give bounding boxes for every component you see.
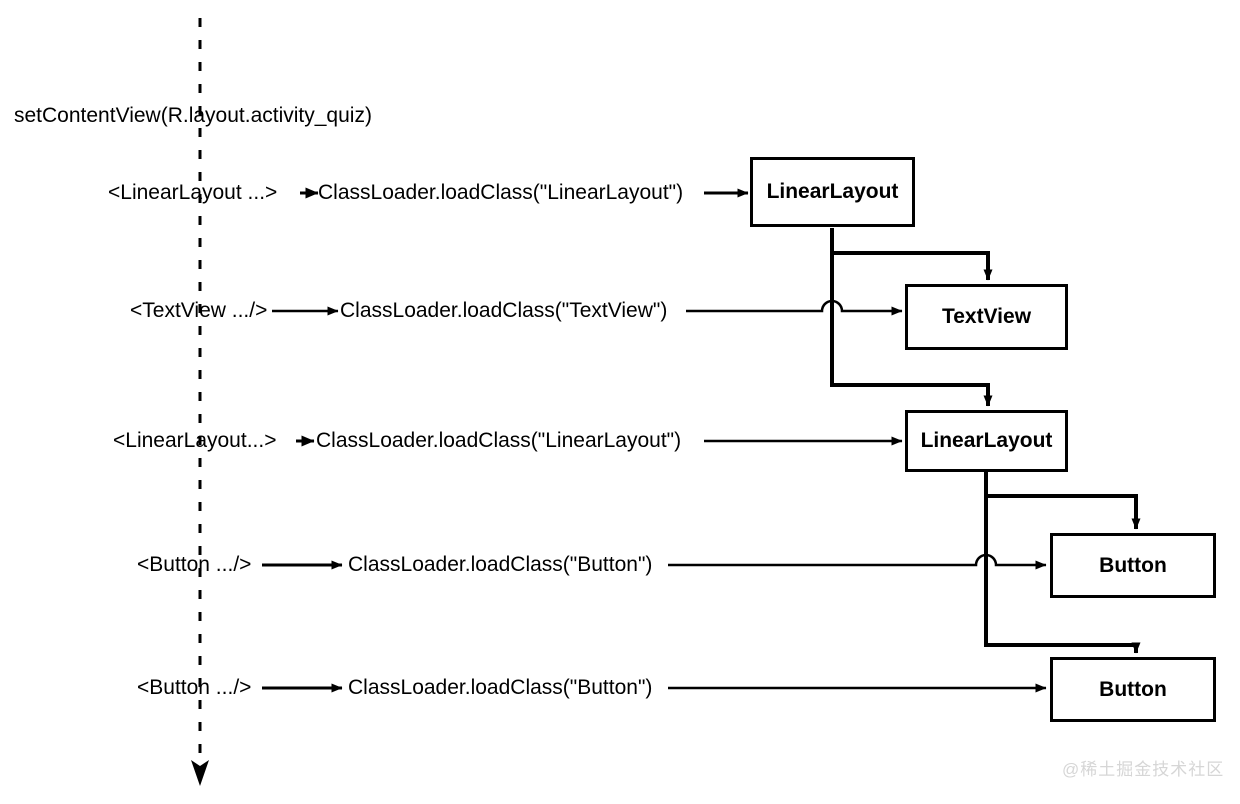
node-button-2[interactable]: Button bbox=[1050, 657, 1216, 722]
node-linearlayout-2[interactable]: LinearLayout bbox=[905, 410, 1068, 472]
loadclass-call-textview: ClassLoader.loadClass("TextView") bbox=[340, 299, 668, 322]
watermark: @稀土掘金技术社区 bbox=[1062, 760, 1225, 779]
arrow-row-4-to-node bbox=[668, 553, 1047, 570]
xml-tag-button-1: <Button .../> bbox=[137, 553, 252, 576]
node-label: TextView bbox=[941, 305, 1032, 328]
xml-tag-button-2: <Button .../> bbox=[137, 676, 252, 699]
xml-tag-textview: <TextView .../> bbox=[130, 299, 268, 322]
node-textview[interactable]: TextView bbox=[905, 284, 1068, 350]
loadclass-call-button-1: ClassLoader.loadClass("Button") bbox=[348, 553, 653, 576]
loadclass-call-button-2: ClassLoader.loadClass("Button") bbox=[348, 676, 653, 699]
loadclass-call-linearlayout-1: ClassLoader.loadClass("LinearLayout") bbox=[318, 181, 684, 204]
loadclass-call-linearlayout-2: ClassLoader.loadClass("LinearLayout") bbox=[316, 429, 682, 452]
node-label: Button bbox=[1099, 553, 1167, 577]
arrow-row-2-to-node bbox=[686, 299, 903, 316]
tree-branch-linearlayout-1 bbox=[830, 228, 993, 407]
xml-tag-linearlayout-1: <LinearLayout ...> bbox=[108, 181, 278, 204]
node-label: Button bbox=[1099, 677, 1167, 701]
tree-branch-linearlayout-2 bbox=[984, 472, 1141, 654]
node-button-1[interactable]: Button bbox=[1050, 533, 1216, 598]
timeline-dashed-line bbox=[191, 18, 209, 786]
node-label: LinearLayout bbox=[920, 429, 1053, 452]
node-label: LinearLayout bbox=[766, 180, 899, 203]
node-linearlayout-1[interactable]: LinearLayout bbox=[750, 157, 915, 227]
xml-tag-linearlayout-2: <LinearLayout...> bbox=[113, 429, 277, 452]
page-title: setContentView(R.layout.activity_quiz) bbox=[14, 104, 372, 127]
